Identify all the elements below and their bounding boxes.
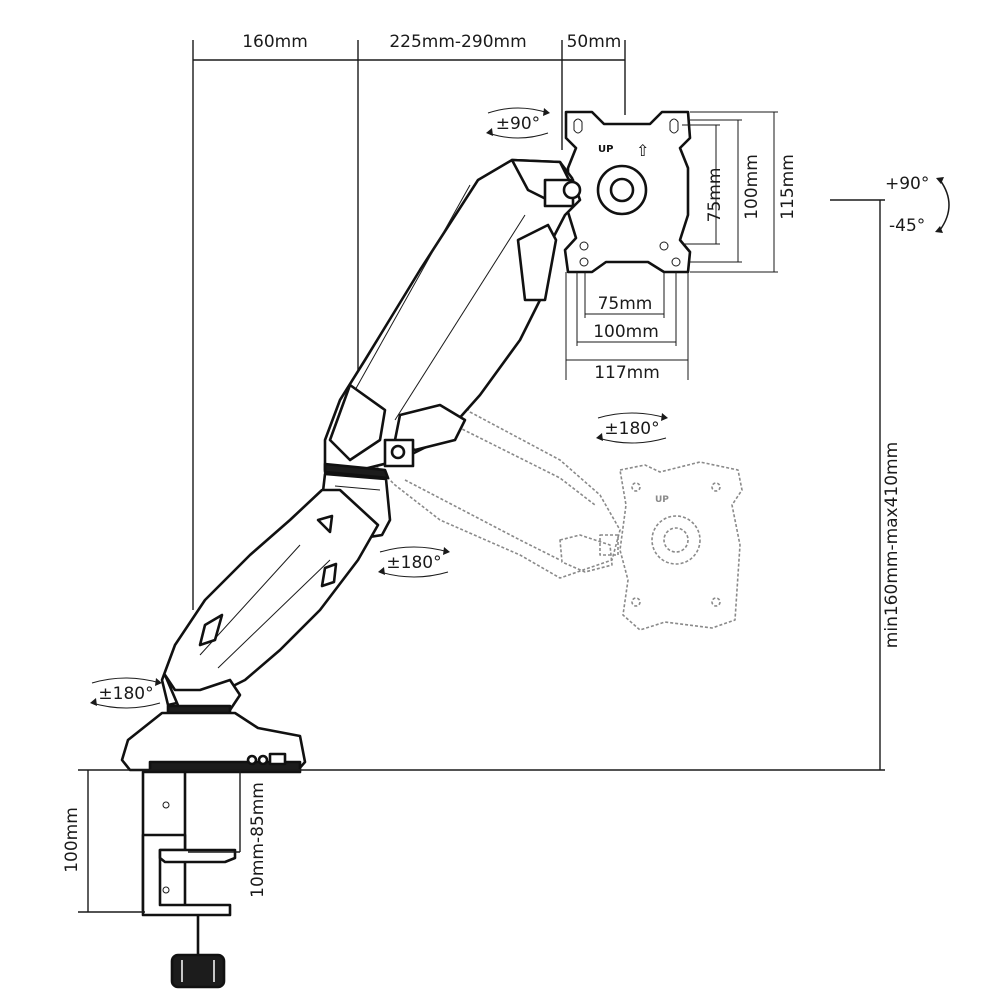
ghost-arm-position: UP [359,389,743,631]
plate-rotation-label: ±90° [496,114,540,134]
dim-arm-length-label: 225mm-290mm [389,32,526,52]
tilt-down-label: -45° [889,216,925,236]
rotation-badge-upper: ±180° [596,412,668,444]
vesa-h-inner-label: 75mm [598,294,653,314]
rotation-badge-base: ±180° [90,677,162,709]
audio-port-icon-2 [257,754,269,766]
rotation-badge-plate: ±90° [486,107,550,139]
audio-port-icon [246,754,258,766]
tilt-arrow-icon [935,177,950,233]
vesa-v-mid-label: 100mm [742,154,762,220]
upper-swivel-label: ±180° [604,419,659,439]
vesa-plate: UP ⇧ [563,110,692,274]
base-ports [246,752,287,766]
tilt-up-label: +90° [885,174,929,194]
vesa-h-outer-label: 117mm [594,363,660,383]
clamp-height-label: 100mm [62,807,82,873]
upper-arm [323,158,582,472]
up-arrow-icon: ⇧ [636,141,649,160]
forearm [160,488,380,707]
elbow-swivel-label: ±180° [386,553,441,573]
up-label: UP [598,144,613,155]
rotation-badge-elbow: ±180° [378,546,450,578]
base-swivel-label: ±180° [98,684,153,704]
ghost-up-text: UP [655,495,669,505]
top-dimension-lines [192,40,626,610]
vesa-v-inner-label: 75mm [705,168,725,223]
vesa-h-mid-label: 100mm [593,322,659,342]
desk-thickness-label: 10mm-85mm [248,782,268,898]
vesa-v-outer-label: 115mm [778,154,798,220]
dim-arm-offset-label: 160mm [242,32,308,52]
vesa-vertical-dimension-lines [682,111,778,273]
desk-dimension-lines [78,769,885,913]
desk-clamp [141,770,237,989]
vesa-horizontal-dimension-lines [565,272,689,380]
dim-plate-offset-label: 50mm [567,32,622,52]
height-dimension-lines [830,199,885,770]
usb-port-icon [268,752,287,766]
base-pole [120,673,307,774]
height-range-label: min160mm-max410mm [882,442,902,648]
